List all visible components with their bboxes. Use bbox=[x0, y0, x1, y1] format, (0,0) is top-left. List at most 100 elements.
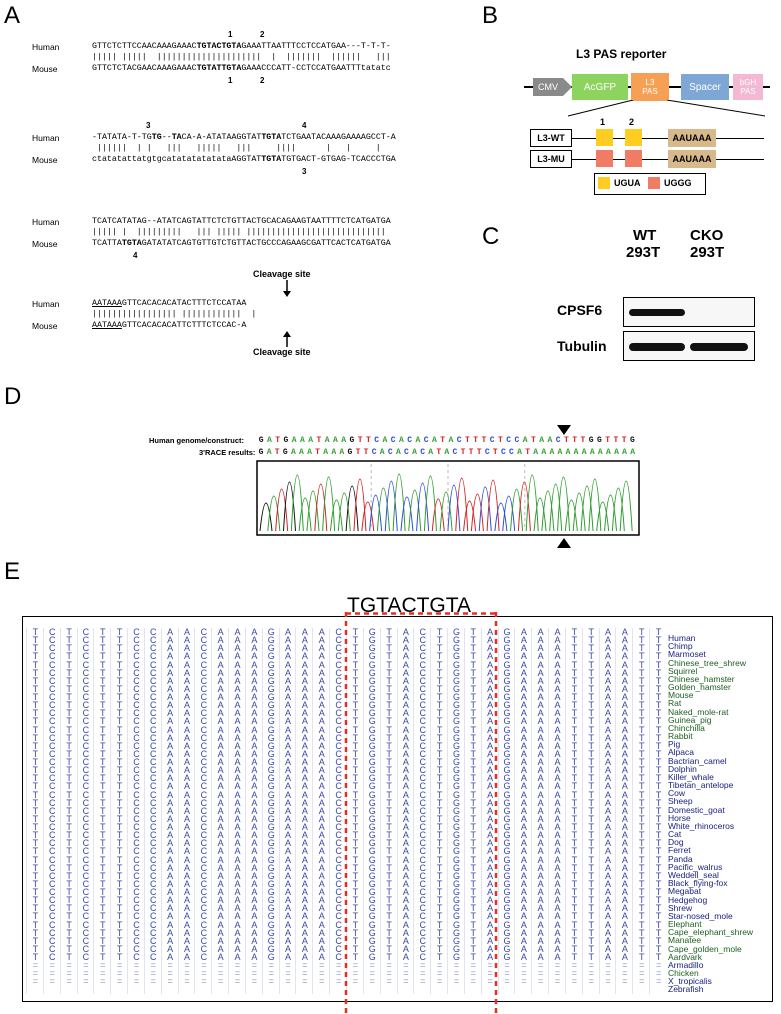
alignment-base: C bbox=[419, 927, 427, 938]
alignment-base: C bbox=[200, 862, 208, 873]
alignment-base: A bbox=[487, 732, 494, 743]
alignment-base: A bbox=[621, 822, 628, 832]
alignment-base: A bbox=[487, 846, 494, 857]
base-letter: C bbox=[374, 436, 380, 445]
alignment-base: T bbox=[352, 635, 359, 646]
alignment-base: A bbox=[554, 748, 561, 759]
alignment-base: C bbox=[82, 748, 90, 759]
alignment-base: T bbox=[638, 667, 645, 678]
alignment-base: C bbox=[335, 927, 342, 938]
alignment-base: G bbox=[368, 805, 376, 816]
alignment-base: T bbox=[588, 700, 594, 711]
alignment-base: A bbox=[605, 659, 612, 670]
alignment-base: A bbox=[251, 683, 258, 694]
alignment-base: T bbox=[116, 732, 123, 743]
alignment-base: A bbox=[605, 822, 612, 832]
alignment-base: A bbox=[520, 789, 527, 800]
alignment-base: T bbox=[116, 887, 123, 897]
down-arrow-icon bbox=[283, 280, 291, 297]
alignment-base: T bbox=[66, 724, 72, 735]
alignment-base: A bbox=[605, 781, 612, 792]
alignment-base: A bbox=[554, 659, 561, 670]
alignment-base: T bbox=[100, 854, 106, 865]
trace-peak bbox=[611, 487, 625, 532]
alignment-base: A bbox=[285, 887, 292, 897]
alignment-base: A bbox=[217, 903, 224, 914]
alignment-base: A bbox=[183, 683, 190, 694]
alignment-base: = bbox=[133, 960, 140, 971]
alignment-base: T bbox=[571, 635, 578, 646]
alignment-base: A bbox=[251, 813, 258, 824]
alignment-base: G bbox=[452, 903, 460, 914]
alignment-base: C bbox=[200, 675, 208, 686]
trace-peak bbox=[400, 496, 414, 532]
alignment-base: T bbox=[655, 895, 662, 906]
alignment-base: T bbox=[638, 797, 645, 808]
alignment-base: A bbox=[487, 748, 494, 759]
alignment-base: T bbox=[655, 757, 662, 767]
alignment-base: T bbox=[352, 870, 359, 881]
species-label: Zebrafish bbox=[668, 984, 704, 994]
cmv-label: CMV bbox=[538, 82, 558, 92]
panel-label-b: B bbox=[482, 2, 499, 29]
alignment-base: = bbox=[83, 976, 89, 987]
alignment-base: A bbox=[234, 700, 241, 711]
alignment-base: T bbox=[66, 935, 72, 946]
alignment-base: A bbox=[605, 919, 612, 930]
alignment-base: C bbox=[150, 708, 157, 719]
alignment-base: T bbox=[470, 724, 477, 735]
alignment-base: C bbox=[150, 757, 157, 767]
alignment-base: T bbox=[436, 627, 443, 637]
alignment-base: C bbox=[48, 854, 56, 865]
alignment-base: A bbox=[301, 765, 308, 776]
alignment-base: A bbox=[183, 740, 190, 751]
alignment-base: T bbox=[638, 659, 645, 670]
alignment-base: T bbox=[116, 805, 123, 816]
species-label: Shrew bbox=[668, 902, 693, 913]
alignment-base: T bbox=[66, 675, 72, 686]
alignment-base: C bbox=[48, 935, 56, 946]
alignment-base: C bbox=[419, 757, 427, 767]
alignment-base: T bbox=[32, 813, 39, 824]
alignment-base: A bbox=[217, 627, 224, 637]
alignment-base: T bbox=[116, 635, 123, 646]
alignment-base: T bbox=[116, 952, 123, 962]
alignment-base: T bbox=[66, 748, 72, 759]
alignment-base: C bbox=[133, 895, 140, 906]
species-label: Chimp bbox=[668, 641, 693, 652]
alignment-base: A bbox=[167, 943, 174, 954]
alignment-base: A bbox=[554, 627, 561, 637]
alignment-base: T bbox=[352, 700, 359, 711]
alignment-base: C bbox=[200, 854, 208, 865]
alignment-base: A bbox=[167, 716, 174, 727]
alignment-base: C bbox=[48, 651, 56, 662]
chromatogram-trace bbox=[256, 460, 640, 536]
alignment-base: G bbox=[368, 943, 376, 954]
base-letter: T bbox=[316, 436, 322, 445]
alignment-base: A bbox=[167, 635, 174, 646]
alignment-base: A bbox=[217, 765, 224, 776]
alignment-base: T bbox=[638, 683, 645, 694]
alignment-base: A bbox=[621, 943, 628, 954]
alignment-base: = bbox=[436, 976, 443, 987]
alignment-base: A bbox=[301, 683, 308, 694]
alignment-base: A bbox=[167, 757, 174, 767]
alignment-base: A bbox=[537, 911, 544, 922]
alignment-base: A bbox=[402, 627, 409, 637]
alignment-base: A bbox=[183, 757, 190, 767]
alignment-base: = bbox=[622, 960, 628, 971]
alignment-base: A bbox=[554, 878, 561, 889]
alignment-base: T bbox=[588, 952, 594, 962]
alignment-base: A bbox=[285, 878, 292, 889]
alignment-base: A bbox=[285, 911, 292, 922]
alignment-base: A bbox=[217, 716, 224, 727]
alignment-base: C bbox=[419, 692, 427, 702]
alignment-base: T bbox=[386, 700, 392, 711]
motif-number: 2 bbox=[629, 117, 635, 127]
alignment-base: A bbox=[167, 740, 174, 751]
alignment-base: = bbox=[49, 968, 55, 979]
alignment-base: T bbox=[470, 683, 477, 694]
alignment-base: A bbox=[251, 911, 258, 922]
trace-peak bbox=[275, 488, 289, 532]
alignment-base: C bbox=[200, 887, 208, 897]
